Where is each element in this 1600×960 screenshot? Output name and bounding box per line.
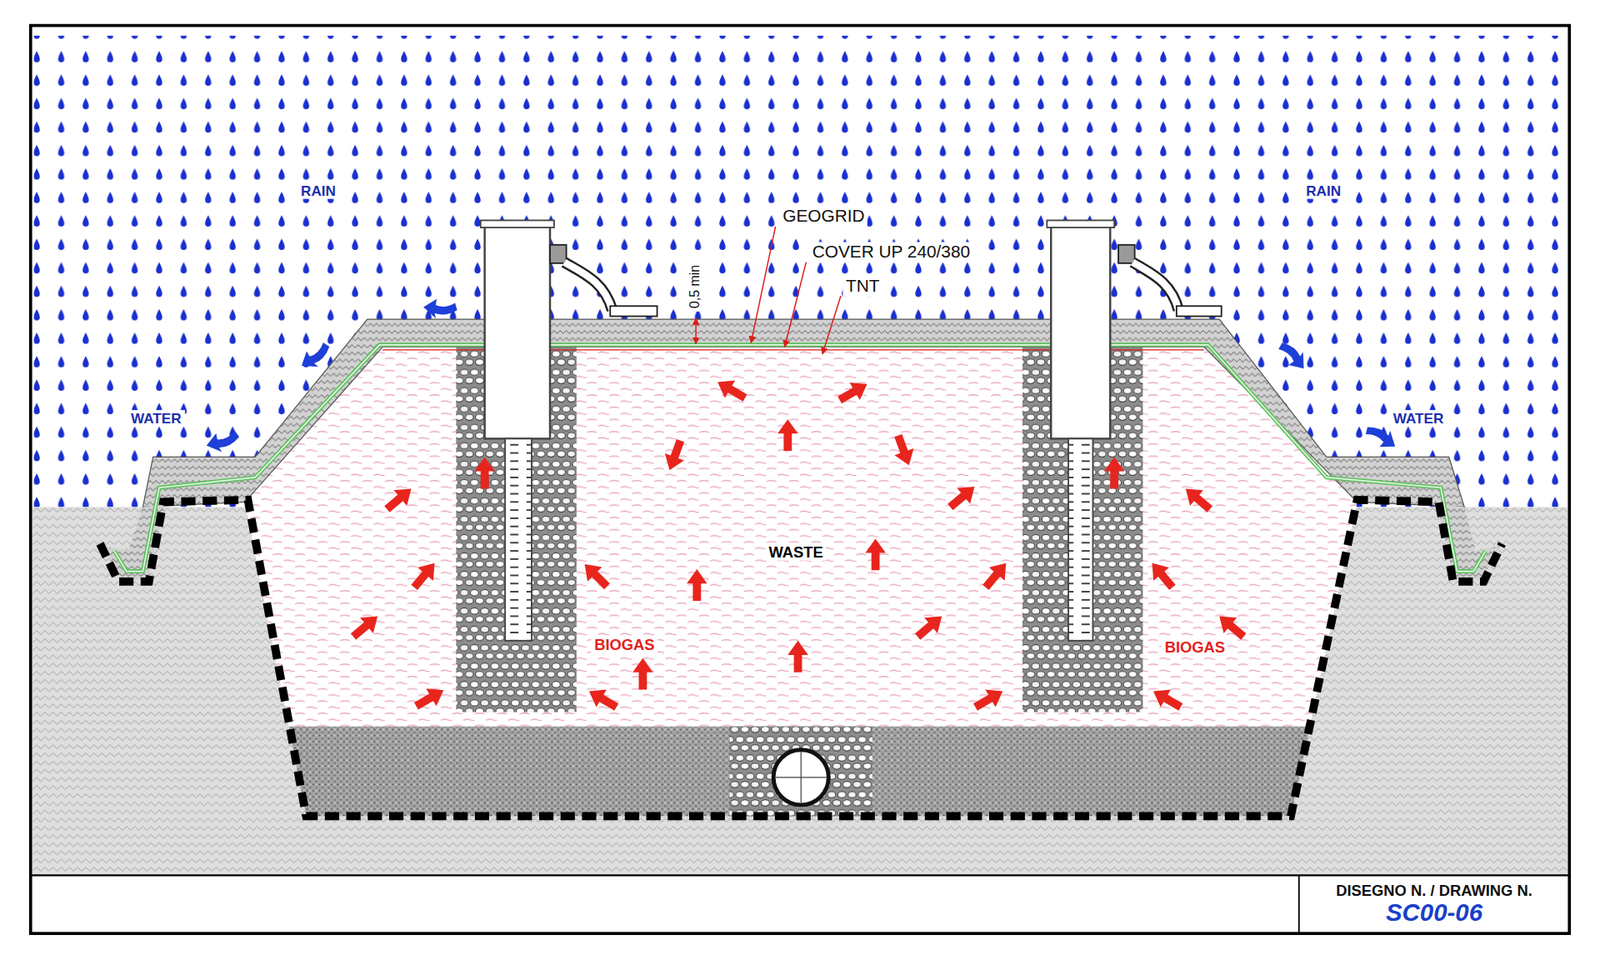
geogrid [114, 345, 1486, 572]
biogas-arrow [777, 419, 798, 451]
layer-label: TNT [842, 276, 883, 297]
layer-label: GEOGRID [780, 206, 869, 227]
biogas-arrow [1148, 682, 1186, 716]
water-arrow [423, 299, 457, 319]
biogas-arrow [406, 556, 443, 595]
hose [564, 262, 613, 311]
waste-body [245, 346, 1358, 816]
biogas-label: BIOGAS [590, 635, 658, 654]
water-arrow [203, 426, 242, 457]
well-pipe [485, 224, 550, 439]
drawing-number: SC00-06 [1385, 899, 1483, 928]
rain-label: RAIN [297, 182, 339, 200]
drain-pipe [773, 750, 829, 805]
slotted-pipe [505, 438, 532, 640]
biogas-arrow [474, 456, 495, 489]
water-arrow [1274, 336, 1312, 375]
biogas-arrow [970, 682, 1008, 716]
biogas-arrow [380, 480, 419, 517]
water-arrow [296, 338, 335, 375]
biogas-arrow [787, 640, 808, 673]
water-label: WATER [127, 410, 185, 427]
biogas-arrow [686, 569, 707, 601]
drainage-layer [289, 726, 1311, 817]
biogas-arrow [977, 556, 1014, 595]
biogas-arrow [834, 375, 872, 409]
biogas-arrows [346, 373, 1250, 716]
hose [564, 262, 613, 311]
well-cap [480, 220, 555, 228]
biogas-arrow [1179, 480, 1217, 517]
water-arrows [203, 299, 1400, 457]
cover-layer [142, 319, 1465, 507]
biogas-arrow [577, 556, 615, 594]
leader-line [750, 226, 775, 344]
leader-line [822, 295, 841, 355]
water-label: WATER [1390, 410, 1447, 427]
biogas-arrow [346, 608, 385, 645]
leader-line [785, 262, 807, 348]
biogas-arrow [632, 658, 653, 690]
frame-line [30, 874, 1570, 876]
hose-end [1176, 305, 1222, 316]
biogas-arrow [410, 681, 449, 715]
biogas-arrow [943, 479, 981, 515]
frame [30, 25, 1570, 935]
dimension-label: 0,5 min [688, 261, 704, 312]
biogas-arrow [888, 431, 919, 469]
geogrid [114, 345, 1486, 572]
drawing-number-caption: DISEGNO N. / DRAWING N. [1335, 881, 1533, 900]
biogas-label: BIOGAS [1161, 638, 1229, 656]
drain-gravel [730, 726, 873, 817]
biogas-arrow [865, 538, 885, 570]
biogas-arrow [1144, 556, 1180, 595]
dimension-line [695, 318, 696, 345]
pipe-axis [775, 751, 827, 803]
well-cap [1046, 220, 1115, 228]
liner [100, 500, 1502, 817]
biogas-arrow [712, 373, 750, 407]
title-block-line [1298, 875, 1300, 934]
hose-end [610, 305, 657, 316]
well-pipe [1050, 224, 1110, 439]
valve [550, 245, 567, 264]
hose [1132, 262, 1179, 311]
waste-label: WASTE [765, 543, 827, 561]
layer-label: COVER UP 240/380 [809, 241, 974, 262]
biogas-arrow [1104, 456, 1125, 489]
biogas-arrow [660, 436, 690, 474]
biogas-arrow [584, 682, 622, 716]
hose [1132, 262, 1179, 311]
slotted-pipe [1068, 438, 1093, 640]
title-block: DISEGNO N. / DRAWING N.SC00-06 [1300, 877, 1568, 932]
valve [1118, 245, 1135, 264]
biogas-arrow [910, 608, 949, 645]
rain-label: RAIN [1303, 182, 1345, 200]
